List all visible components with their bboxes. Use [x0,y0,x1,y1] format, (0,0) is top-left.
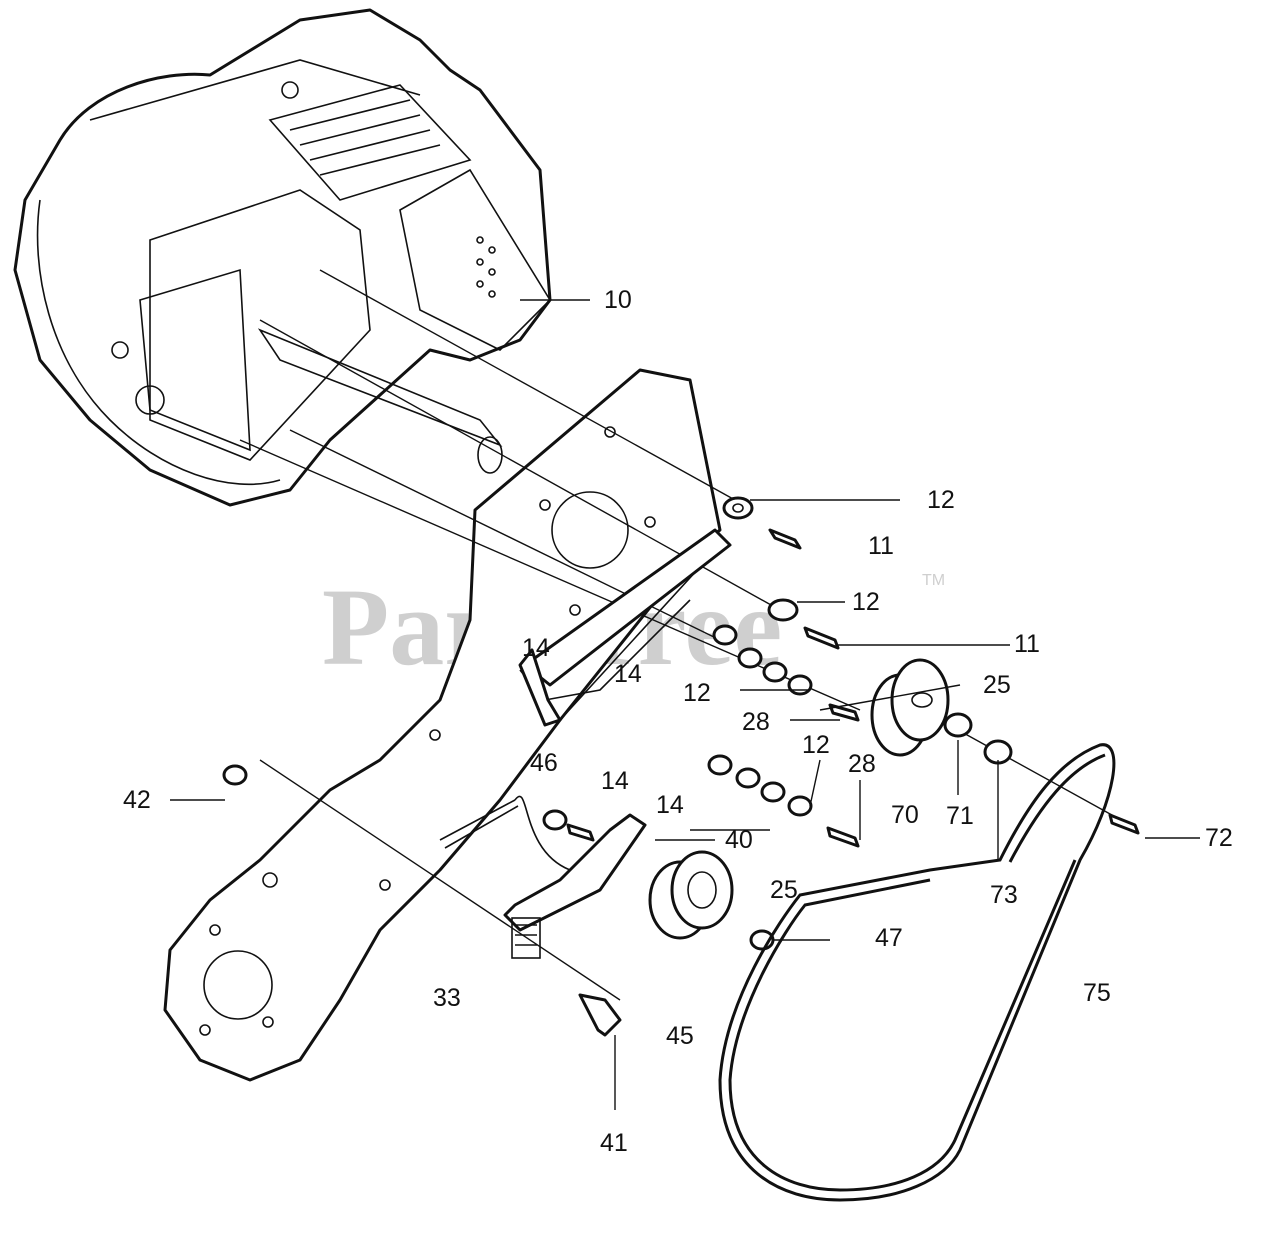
label-part-45: 45 [666,1022,694,1050]
label-part-25: 25 [983,671,1011,699]
hardware-drawing [222,496,1140,1037]
label-part-72: 72 [1205,824,1233,852]
label-part-14: 14 [522,634,550,662]
label-part-47: 47 [875,924,903,952]
label-part-11: 11 [868,532,894,560]
pulley-drawing [648,658,950,940]
label-part-46: 46 [530,749,558,777]
label-part-75: 75 [1083,979,1111,1007]
watermark-trademark: TM [922,572,945,589]
label-part-42: 42 [123,786,151,814]
label-part-11: 11 [1014,630,1040,658]
label-part-41: 41 [600,1129,628,1157]
label-part-14: 14 [656,791,684,819]
engine-drawing [13,8,552,507]
idler-bracket-drawing [439,528,732,959]
label-part-70: 70 [891,801,919,829]
callout-leaders [170,299,1200,1110]
label-part-73: 73 [990,881,1018,909]
label-part-12: 12 [927,486,955,514]
label-part-71: 71 [946,802,974,830]
drive-belt-drawing [718,743,1116,1202]
label-part-33: 33 [433,984,461,1012]
label-part-28: 28 [848,750,876,778]
label-part-25: 25 [770,876,798,904]
label-part-14: 14 [614,660,642,688]
label-part-28: 28 [742,708,770,736]
label-part-12: 12 [802,731,830,759]
label-part-10: 10 [604,286,632,314]
part-labels: 10 12 11 12 11 14 14 25 12 28 46 12 28 1… [123,286,1233,1157]
label-part-14: 14 [601,767,629,795]
label-part-12: 12 [852,588,880,616]
label-part-40: 40 [725,826,753,854]
label-part-12: 12 [683,679,711,707]
